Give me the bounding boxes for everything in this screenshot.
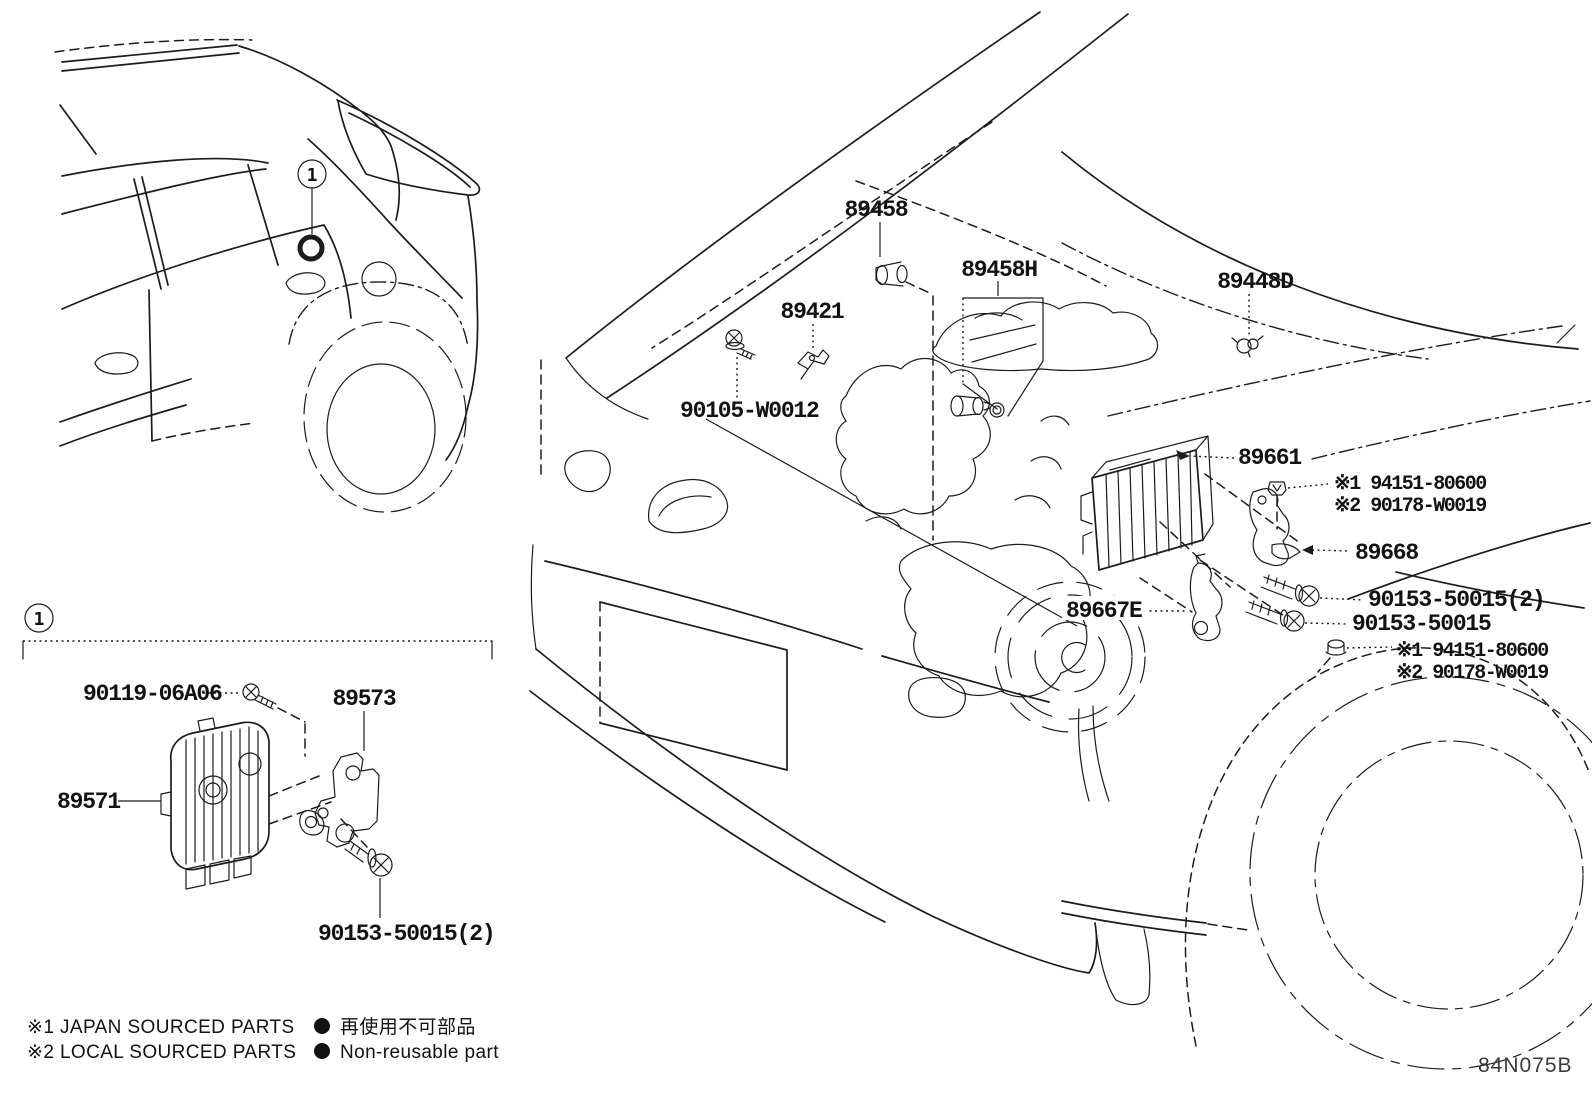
callout-1-marker: 1 [297, 159, 327, 262]
label-90153-50015x2-bottom: 90153-50015(2) [318, 921, 494, 947]
detail-box-89458H [962, 297, 1044, 417]
label-90105-W0012: 90105-W0012 [680, 398, 819, 424]
headlamp [648, 478, 729, 534]
rear-vehicle-inset [54, 38, 481, 513]
label-89421: 89421 [780, 299, 843, 325]
rear-wheel-rim [326, 363, 436, 495]
legend: ※1 JAPAN SOURCED PARTS ※2 LOCAL SOURCED … [27, 1016, 499, 1063]
callout-detail-section: 1 [22, 603, 493, 660]
legend-nonreusable-en: Non-reusable part [340, 1042, 499, 1063]
callout-1b-number: 1 [34, 609, 45, 630]
label-89571: 89571 [57, 789, 120, 815]
screw-90153b-drawing [344, 840, 393, 877]
ecm-89661-drawing [1080, 435, 1214, 571]
leader-90105-install [705, 418, 1078, 627]
label-90119-06A06: 90119-06A06 [83, 681, 222, 707]
diagram-code: 84N075B [1478, 1054, 1573, 1077]
label-90153-50015x2: 90153-50015(2) [1368, 587, 1544, 613]
grommet-upper-drawing [1267, 481, 1287, 530]
screw-90119-drawing [242, 683, 277, 710]
clip-89448D-drawing [1231, 335, 1264, 358]
label-89573: 89573 [332, 686, 395, 712]
label-note1-upper: ※1 94151-80600 [1334, 473, 1486, 496]
legend-note2: ※2 LOCAL SOURCED PARTS [27, 1042, 296, 1063]
label-note2-lower: ※2 90178-W0019 [1396, 662, 1548, 685]
bullet-icon [314, 1043, 330, 1059]
assembly-lines-ecm [1139, 473, 1301, 618]
ecm-89571-drawing [160, 717, 270, 890]
front-wheel-rim [1314, 740, 1584, 1010]
assembly-line-89458 [905, 281, 934, 541]
label-89668: 89668 [1355, 540, 1418, 566]
label-note2-upper: ※2 90178-W0019 [1334, 495, 1486, 518]
sensor-89458H-drawing [950, 395, 1005, 418]
bullet-icon [314, 1018, 330, 1034]
label-89448D: 89448D [1217, 269, 1293, 295]
screw-90153-drawing [1245, 600, 1305, 632]
label-89458H: 89458H [961, 257, 1037, 283]
ecm-location-ring [297, 234, 325, 262]
legend-note1: ※1 JAPAN SOURCED PARTS [27, 1017, 295, 1038]
fuel-lid [361, 261, 397, 297]
part-labels: 89458 89458H 89421 90105-W0012 89448D 89… [57, 197, 1550, 947]
fog-lamp [908, 676, 966, 718]
label-90153-50015: 90153-50015 [1352, 611, 1491, 637]
clamp-89421-drawing [797, 349, 830, 380]
label-note1-lower: ※1 94151-80600 [1396, 640, 1548, 663]
front-vehicle [529, 11, 1592, 1070]
leader-lines [118, 222, 1393, 918]
label-89667E: 89667E [1066, 598, 1142, 624]
screw-90153x2-drawing [1260, 574, 1320, 607]
callout-1-number: 1 [307, 165, 318, 186]
bracket-89668-drawing [1249, 488, 1301, 567]
legend-nonreusable-jp: 再使用不可部品 [340, 1016, 476, 1038]
door-handles [94, 272, 326, 375]
rear-wheel-tire [303, 321, 467, 513]
grommet-lower-drawing [1317, 639, 1347, 673]
bracket-89573-drawing [299, 752, 380, 848]
bolt-90105-drawing [725, 329, 756, 360]
front-fender-arch [1184, 647, 1590, 1047]
bracket-89667E-drawing [1189, 553, 1223, 642]
front-wheel-tire [1249, 676, 1592, 1070]
sensor-89458-drawing [875, 261, 908, 287]
label-89661: 89661 [1238, 445, 1301, 471]
mud-guard [1095, 928, 1151, 1006]
label-89458: 89458 [844, 197, 907, 223]
engine-assembly [705, 261, 1264, 802]
license-plate-area [599, 601, 788, 771]
side-mirror [564, 450, 611, 493]
assembly-lines-ecm-bottom [268, 707, 368, 848]
